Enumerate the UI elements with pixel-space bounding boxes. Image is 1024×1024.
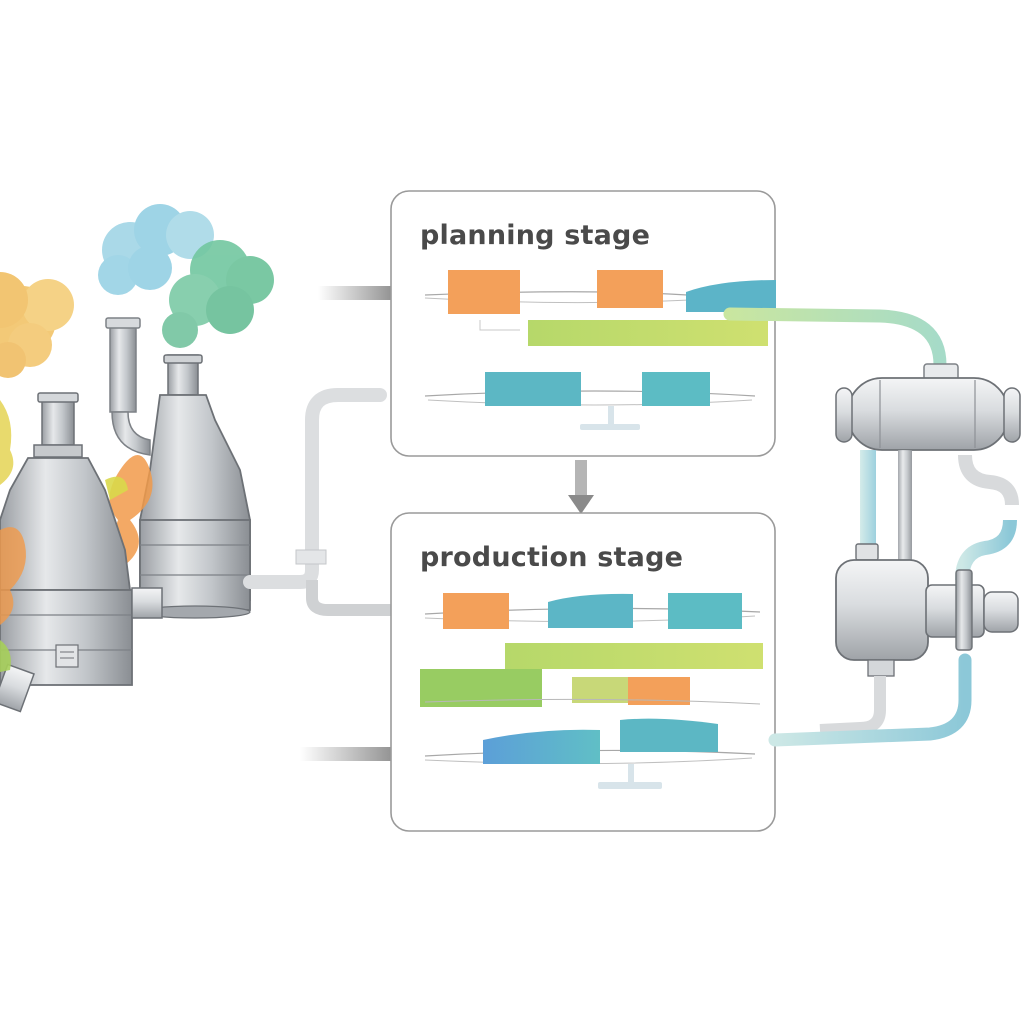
production-task-block [668, 593, 742, 629]
smoke-orange [0, 272, 74, 378]
planning-task-block [642, 372, 710, 406]
input-arrows [300, 278, 594, 769]
production-task-block [620, 718, 718, 752]
tank-and-pump-illustration [723, 307, 1021, 747]
planning-task-block [597, 270, 663, 308]
arrow-planning-to-production [568, 460, 594, 514]
smoke-blue [98, 204, 214, 295]
storage-tank [835, 363, 1021, 451]
production-panel [390, 512, 776, 832]
production-task-block [483, 729, 600, 764]
production-task-block [548, 593, 633, 628]
planning-stage-title: planning stage [420, 220, 651, 251]
smoke-green [162, 240, 274, 348]
planning-task-block [448, 270, 520, 314]
planning-panel [390, 190, 776, 457]
chimney-pipe [109, 321, 137, 413]
pump [835, 543, 1019, 677]
planning-timeline-bar [528, 320, 768, 346]
factory-kilns-illustration [0, 204, 387, 713]
kiln-right [139, 354, 251, 619]
production-task-block [572, 677, 628, 703]
production-stage-title: production stage [420, 542, 684, 573]
production-timeline-bar [505, 643, 763, 669]
planning-task-block [485, 372, 581, 406]
planning-task-block [686, 280, 776, 312]
production-task-block [443, 593, 509, 629]
